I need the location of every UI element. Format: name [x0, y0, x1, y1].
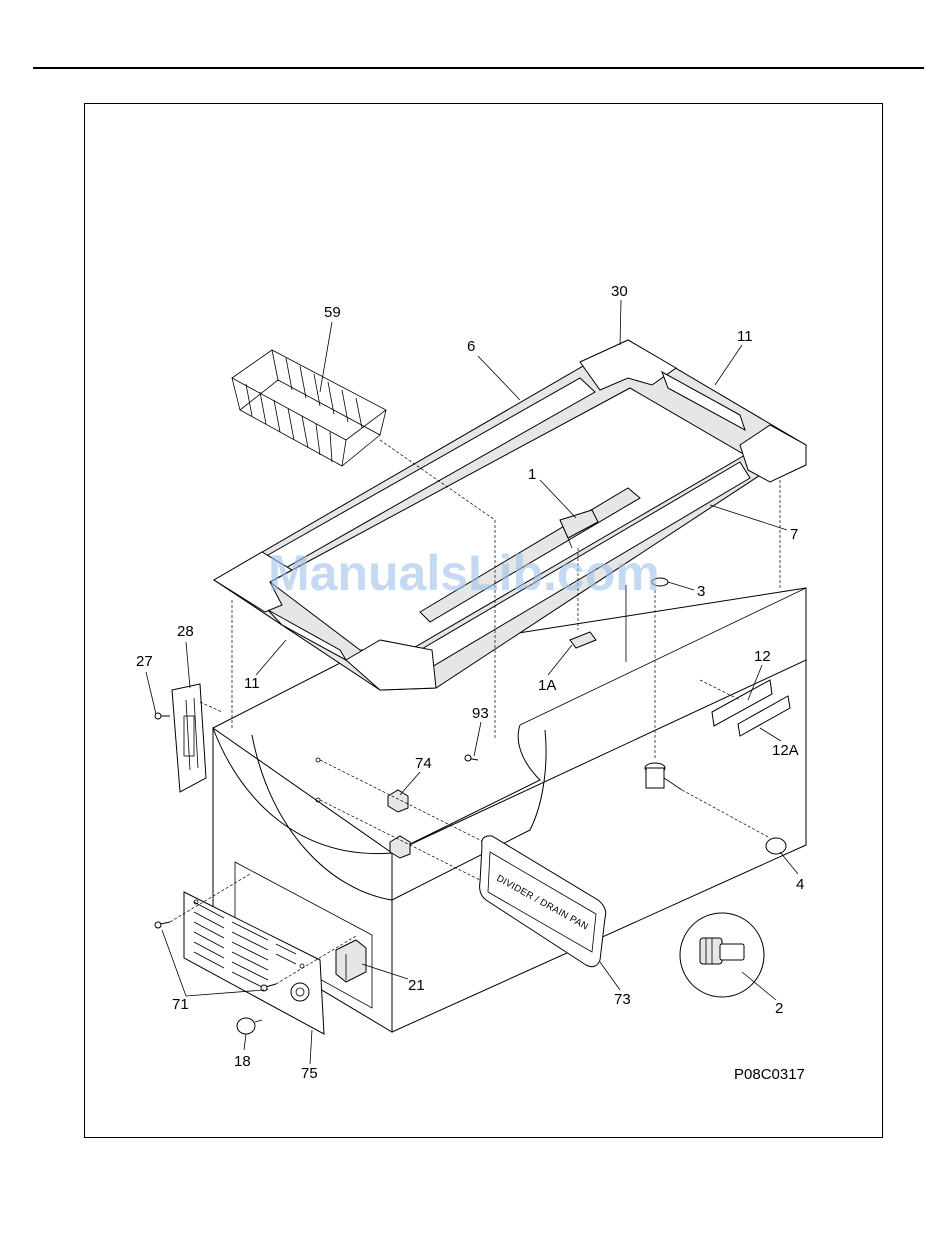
callout-27: 27 [136, 653, 153, 670]
callout-11-left: 11 [244, 675, 260, 692]
watermark-text: ManualsLib.com [268, 545, 660, 601]
callout-4: 4 [796, 876, 804, 893]
callout-75: 75 [301, 1065, 318, 1082]
hinge-screw [155, 713, 170, 719]
callout-74: 74 [415, 755, 432, 772]
callout-93: 93 [472, 705, 489, 722]
thermostat-knob [237, 1018, 262, 1034]
callout-2: 2 [775, 1000, 783, 1017]
lid-hinge [172, 684, 206, 792]
drain-plug [766, 838, 786, 854]
callout-3: 3 [697, 583, 705, 600]
callout-59: 59 [324, 304, 341, 321]
callout-21: 21 [408, 977, 425, 994]
callout-6: 6 [467, 338, 475, 355]
callout-7: 7 [790, 526, 798, 543]
callout-30: 30 [611, 283, 628, 300]
screw-93 [465, 755, 478, 761]
callout-73: 73 [614, 991, 631, 1008]
grille-screw-left [155, 922, 170, 928]
callout-11-top: 11 [737, 328, 753, 345]
callout-1: 1 [528, 466, 536, 483]
callout-18: 18 [234, 1053, 251, 1070]
wire-basket [232, 350, 386, 466]
callout-28: 28 [177, 623, 194, 640]
detail-circle-fitting [680, 913, 764, 997]
breaker-strip-frame [214, 340, 806, 690]
callout-12a: 12A [772, 742, 799, 759]
callout-1a: 1A [538, 677, 556, 694]
callout-71: 71 [172, 996, 189, 1013]
divider-clip-upper [388, 790, 408, 812]
callout-12: 12 [754, 648, 771, 665]
reference-code: P08C0317 [734, 1066, 805, 1083]
latch-part-1a [570, 632, 596, 648]
